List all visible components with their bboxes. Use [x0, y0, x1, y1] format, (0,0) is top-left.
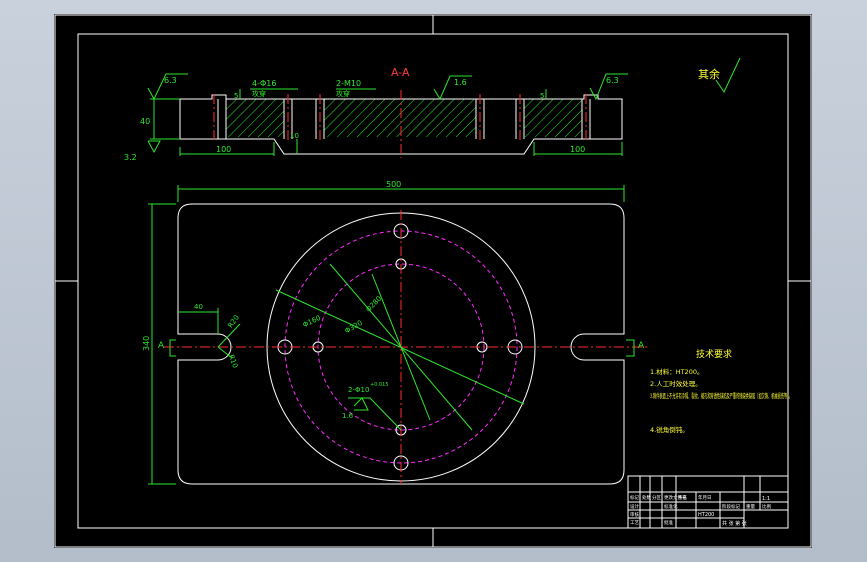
- width-left-label: 100: [216, 145, 231, 154]
- roughness-symbol-center: [433, 75, 472, 101]
- hatch-region-left: [226, 99, 284, 137]
- circle-d1-label: Φ280: [364, 295, 383, 314]
- technical-requirements: 技术要求 1.材料：HT200。 2.人工时效处理。 3.铸件表面上不允许有冷隔…: [650, 348, 792, 434]
- height-label: 40: [140, 117, 150, 126]
- tech-item-3: 3.铸件表面上不允许有冷隔、裂纹、缩孔和穿透性缺陷及严重的残缺类缺陷（如欠铸、机…: [650, 391, 792, 400]
- leader-slot-r10: [217, 346, 233, 359]
- overall-height-label: 340: [142, 336, 151, 351]
- roughness-symbol-top-right: [589, 73, 628, 101]
- depth-right-label: 5: [540, 92, 544, 100]
- leader-diameter-1: [275, 289, 525, 405]
- slot-r10-label: R10: [227, 354, 239, 370]
- outer-sheet-border: [54, 14, 812, 548]
- step-label: 10: [290, 132, 299, 140]
- roughness-label-3: 1.6: [454, 78, 467, 87]
- holes-2-label: 2-M10: [336, 79, 361, 88]
- roughness-symbol-pin: [353, 397, 369, 411]
- holes-4-label: 4-Φ16: [252, 79, 276, 88]
- tb-label-stage: 阶段标记: [722, 503, 740, 510]
- tech-item-1: 1.材料：HT200。: [650, 367, 703, 376]
- thread-note-right: 攻穿: [336, 89, 350, 98]
- roughness-label-2: 3.2: [124, 153, 137, 162]
- roughness-label-1: 6.3: [164, 76, 177, 85]
- tb-label-process: 工艺: [630, 520, 639, 526]
- plate-outline: [177, 203, 625, 485]
- pin-tolerance-label: +0.015: [370, 382, 389, 388]
- pin-holes-label: 2-Φ10: [348, 386, 369, 394]
- tb-label-date: 年月日: [698, 494, 712, 501]
- tb-material: HT200: [698, 512, 714, 518]
- tb-label-count: 处数: [642, 494, 651, 501]
- tech-item-2: 2.人工时效处理。: [650, 379, 702, 388]
- section-letter-right: A: [638, 341, 645, 351]
- tb-label-zone: 分区: [652, 494, 661, 501]
- roughness-symbol-general: [715, 57, 741, 94]
- drawing-canvas: 6.3 3.2 1.6 6.3 其余 4-Φ16 攻穿 2-M10 攻穿 5 5…: [54, 14, 812, 548]
- cad-viewport[interactable]: 6.3 3.2 1.6 6.3 其余 4-Φ16 攻穿 2-M10 攻穿 5 5…: [54, 14, 812, 548]
- roughness-general-label: 其余: [698, 67, 720, 81]
- slot-offset-label: 40: [194, 303, 203, 311]
- tech-title: 技术要求: [696, 348, 732, 360]
- roughness-symbol-top-left: [147, 73, 188, 101]
- hatch-region-right: [524, 99, 582, 137]
- title-block: 标记 处数 分区 更改文件号 签名 年月日 设计 标准化 阶段标记 重量 比例 …: [627, 475, 789, 529]
- overall-width-label: 500: [386, 180, 401, 189]
- leader-pin-holes: [348, 397, 402, 431]
- section-title: A-A: [391, 66, 410, 79]
- roughness-label-4: 6.3: [606, 76, 619, 85]
- tb-label-standard: 标准化: [664, 503, 678, 510]
- tb-label-scale: 比例: [762, 503, 771, 510]
- tb-label-change: 更改文件号: [664, 494, 687, 501]
- section-letter-left: A: [158, 341, 165, 351]
- section-view: 6.3 3.2 1.6 6.3 其余 4-Φ16 攻穿 2-M10 攻穿 5 5…: [124, 57, 741, 162]
- tb-label-approve: 批准: [664, 519, 673, 526]
- leader-diameter-3: [371, 273, 431, 421]
- pin-roughness-label: 1.6: [342, 412, 354, 420]
- thread-note-left: 攻穿: [252, 89, 266, 98]
- tb-label-weight: 重量: [746, 503, 755, 510]
- circle-d3-label: Φ160: [302, 314, 322, 329]
- circle-d2-label: Φ320: [344, 319, 364, 335]
- tb-label-mark: 标记: [630, 494, 639, 501]
- leader-slot-r20: [217, 323, 241, 348]
- roughness-symbol-bottom-left: [147, 140, 161, 154]
- tb-label-review: 审核: [630, 511, 639, 518]
- tb-label-sign: 签名: [678, 494, 687, 501]
- section-marker-right: [626, 339, 635, 357]
- tb-label-design: 设计: [630, 503, 639, 510]
- plan-view: 500 340 40 R20 R10 Φ280 Φ320 Φ160 2-Φ10 …: [142, 180, 650, 485]
- section-marker-left: [169, 339, 176, 357]
- slot-r20-label: R20: [226, 314, 240, 330]
- hatch-region-center: [324, 99, 476, 137]
- depth-left-label: 5: [234, 92, 238, 100]
- section-outline: [179, 94, 623, 155]
- width-right-label: 100: [570, 145, 585, 154]
- tech-item-4: 4.锐角倒钝。: [650, 425, 689, 434]
- tb-scale-value: 1:1: [762, 496, 770, 502]
- tb-sheet-info: 共 张 第 张: [722, 520, 747, 527]
